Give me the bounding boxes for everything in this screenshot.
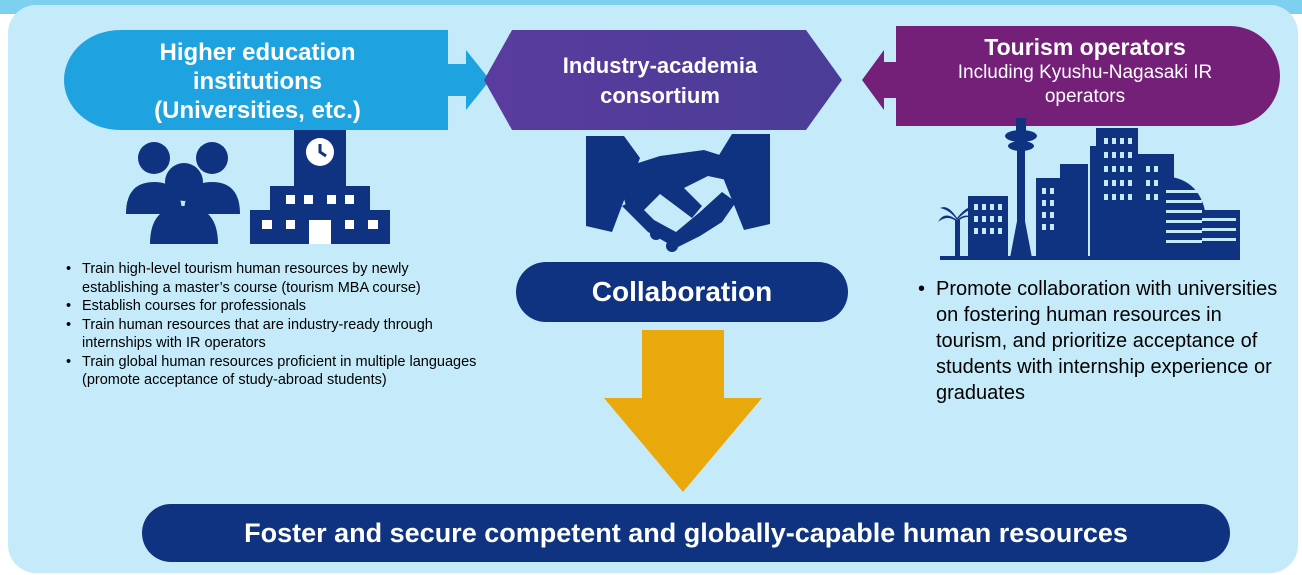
list-item: Train human resources that are industry-…: [62, 316, 482, 353]
list-item: Establish courses for professionals: [62, 297, 482, 316]
people-icon: [126, 142, 240, 244]
tourism-operators-title: Tourism operators: [984, 34, 1186, 60]
left-arrow-icon: [862, 50, 898, 110]
collaboration-label: Collaboration: [516, 262, 848, 322]
right-arrow-icon: [446, 50, 490, 110]
higher-education-bullets: Train high-level tourism human resources…: [62, 260, 482, 390]
university-building-icon: [250, 130, 390, 244]
city-skyline-icon: [938, 118, 1240, 260]
list-item: Train high-level tourism human resources…: [62, 260, 482, 297]
tourism-operators-shape: [896, 26, 1280, 126]
handshake-icon: [586, 134, 770, 252]
outcome-banner: Foster and secure competent and globally…: [142, 504, 1230, 562]
tourism-operators-header: Tourism operators Including Kyushu-Nagas…: [905, 30, 1265, 122]
consortium-shape: [484, 30, 842, 130]
list-item: Promote collaboration with universities …: [918, 276, 1288, 406]
tourism-operators-subtitle: Including Kyushu-Nagasaki IR operators: [957, 62, 1213, 107]
down-arrow-icon: [604, 330, 762, 492]
consortium-title: Industry-academia consortium: [562, 53, 758, 108]
higher-education-shape: [64, 30, 448, 130]
tourism-operators-bullets: Promote collaboration with universities …: [918, 276, 1288, 406]
higher-education-title: Higher education institutions (Universit…: [154, 39, 361, 124]
list-item: Train global human resources proficient …: [62, 353, 482, 390]
